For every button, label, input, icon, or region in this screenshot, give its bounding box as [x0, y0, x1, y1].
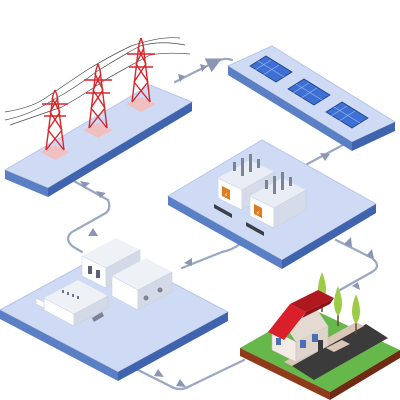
house-node: [240, 272, 400, 400]
tree-icon: [352, 294, 360, 334]
arrow-icon: [366, 249, 374, 259]
svg-text:⚡: ⚡: [224, 192, 228, 199]
arrow-icon: [178, 74, 185, 82]
arrow-icon: [96, 191, 106, 198]
edge-station-to-factory: [180, 242, 242, 270]
house-icon: [268, 290, 334, 363]
edge-power-lines-to-factory: [66, 178, 111, 254]
power-station-node: ⚡ ⚡: [167, 139, 377, 269]
arrow-icon: [80, 181, 90, 188]
arrow-icon: [176, 379, 186, 387]
edge-power-lines-to-solar: [173, 57, 234, 84]
edge-factory-to-house: [128, 358, 246, 391]
arrow-icon: [88, 228, 98, 236]
solar-panels-node: [226, 45, 397, 151]
solar-panel-icon: [287, 78, 331, 106]
tree-icon: [334, 286, 342, 326]
arrow-icon: [320, 153, 330, 161]
road: [292, 324, 388, 380]
factory-icon: [111, 258, 173, 311]
arrow-icon: [184, 258, 192, 266]
transformer-icon: ⚡: [246, 172, 307, 236]
power-lines-node: [3, 37, 194, 197]
transmission-tower-icon: [83, 63, 113, 138]
svg-text:⚡: ⚡: [256, 210, 260, 217]
arrow-icon: [154, 369, 164, 377]
transmission-tower-icon: [40, 89, 70, 160]
factory-icon: [35, 280, 109, 327]
factory-node: [0, 238, 230, 381]
arrow-icon: [200, 64, 207, 72]
arrow-icon: [352, 282, 360, 290]
solar-panel-icon: [249, 55, 293, 83]
transmission-tower-icon: [126, 37, 156, 112]
solar-panel-icon: [325, 101, 369, 129]
arrow-icon: [344, 237, 352, 247]
edge-station-to-house: [334, 238, 379, 292]
